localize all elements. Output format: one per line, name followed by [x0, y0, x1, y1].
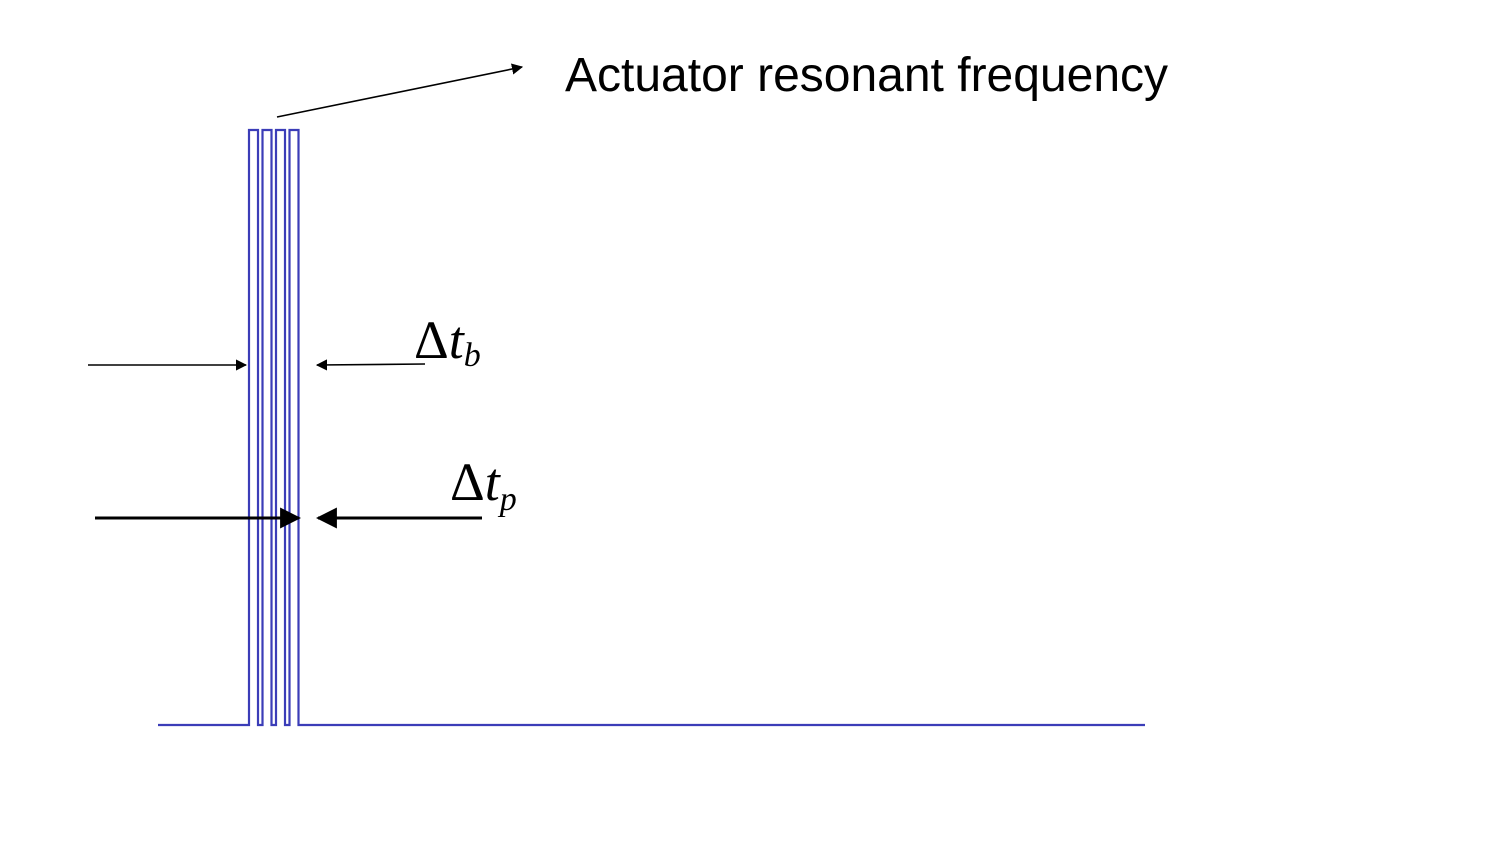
burst-duration-variable: t	[449, 310, 466, 370]
burst-duration-subscript: b	[464, 337, 481, 374]
burst-duration-right-arrow	[315, 359, 426, 371]
burst-waveform	[158, 128, 1145, 727]
pulse-period-subscript: p	[498, 481, 517, 518]
pulse-period-label: Δtp	[450, 452, 517, 518]
actuator-resonant-frequency-label: Actuator resonant frequency	[565, 49, 1168, 102]
pulse-period-variable: t	[485, 452, 502, 512]
pulse-period-delta: Δ	[450, 452, 485, 512]
burst-duration-delta: Δ	[414, 310, 449, 370]
burst-duration-label: Δtb	[414, 310, 481, 374]
resonant-frequency-pointer-arrow	[276, 63, 524, 118]
